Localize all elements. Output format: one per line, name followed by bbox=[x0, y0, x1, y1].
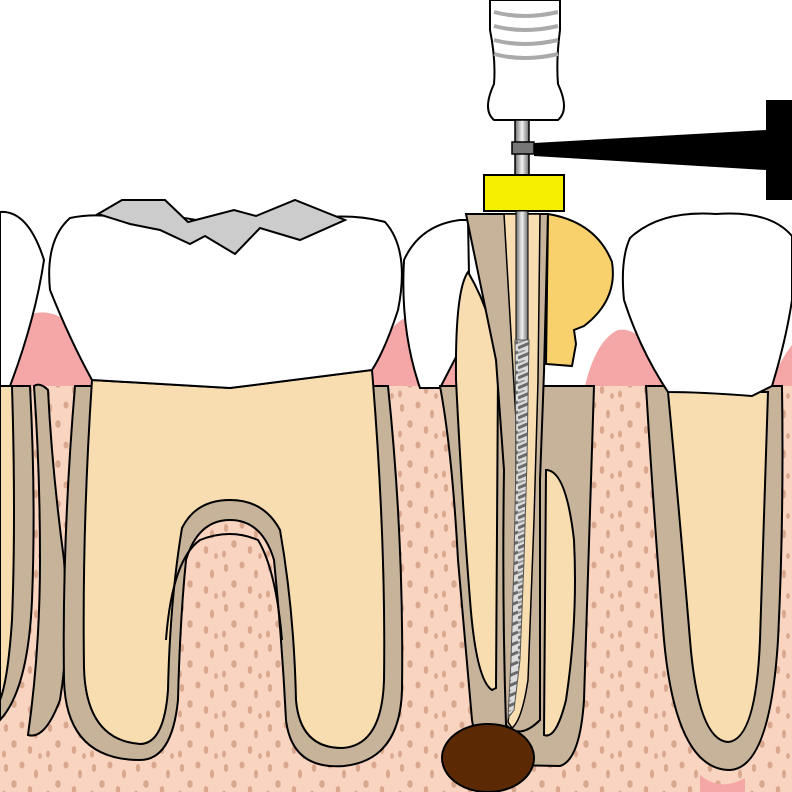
right-dentin bbox=[666, 391, 770, 744]
tooth-molar bbox=[48, 198, 404, 768]
tooth-left-partial bbox=[0, 210, 68, 737]
endodontic-file bbox=[483, 0, 565, 720]
file-handle-icon bbox=[487, 0, 565, 121]
molar-inner-root-outline bbox=[165, 533, 283, 641]
molar-filling bbox=[95, 198, 348, 256]
tooth-treated bbox=[402, 212, 614, 792]
file-flutes bbox=[507, 339, 530, 720]
gum-right bbox=[585, 329, 672, 386]
apical-lesion bbox=[441, 723, 535, 792]
right-crown bbox=[621, 212, 792, 398]
treated-crown-enamel bbox=[402, 219, 472, 389]
measuring-gauge-icon bbox=[534, 100, 792, 200]
rubber-stop-icon bbox=[483, 174, 565, 212]
tooth-right bbox=[621, 212, 792, 772]
temporary-crown bbox=[544, 212, 614, 368]
treated-dentin-right bbox=[542, 468, 576, 737]
molar-dentin bbox=[82, 368, 386, 750]
